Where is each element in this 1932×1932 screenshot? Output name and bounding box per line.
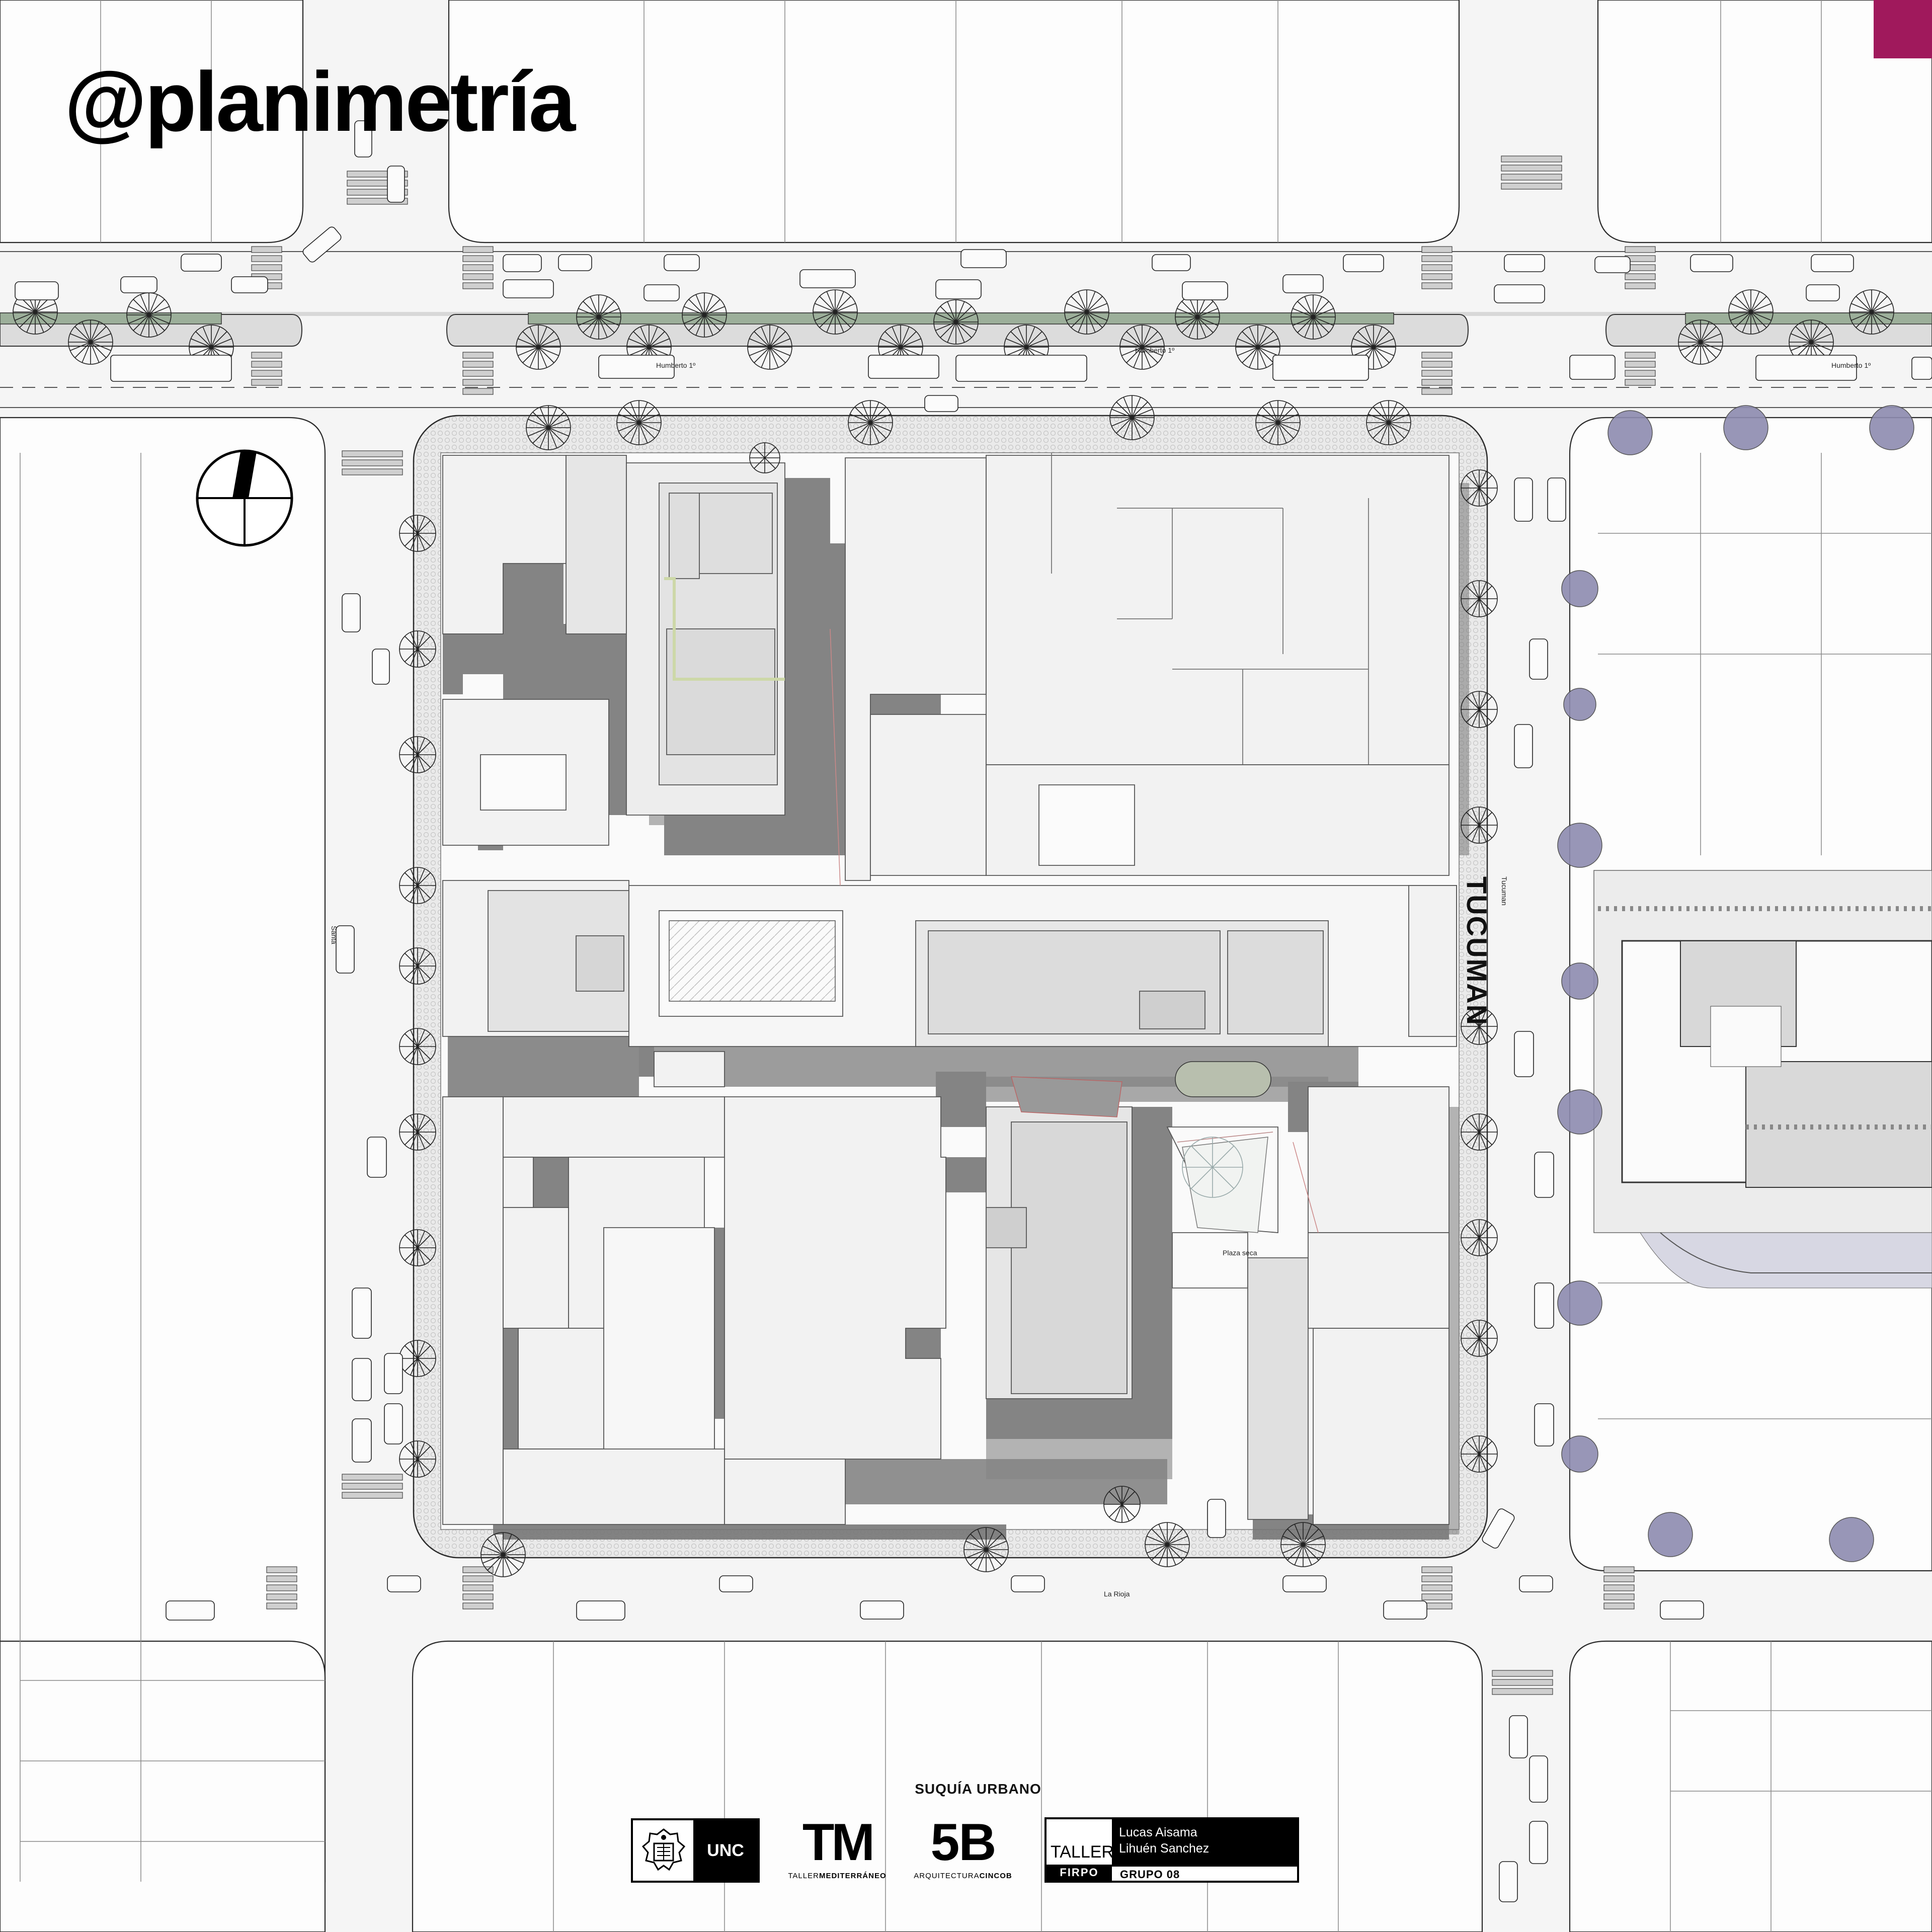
page-title: @planimetría: [64, 54, 576, 149]
authors-panel: Lucas Aisama Lihuén Sanchez: [1112, 1819, 1297, 1867]
east-plaza: [1593, 870, 1932, 1289]
fivb-subtitle: ARQUITECTURACINCOB: [903, 1872, 1023, 1880]
firpo-left: TALLER FIRPO: [1046, 1819, 1114, 1881]
project-title: SUQUÍA URBANO: [915, 1781, 1041, 1797]
tree-icon: [13, 289, 1894, 1577]
north-arrow-icon: [196, 449, 293, 547]
tm-subtitle: TALLERMEDITERRÁNEO: [777, 1872, 898, 1880]
car-icon: [15, 120, 1932, 1902]
tm-sub-b: MEDITERRÁNEO: [819, 1872, 887, 1880]
street-label-north-left: Humberto 1º: [656, 361, 696, 369]
crosswalks: [251, 155, 1656, 1695]
arquitectura-cincob-logo: 5B ARQUITECTURACINCOB: [903, 1816, 1023, 1887]
taller-label: TALLER: [1051, 1842, 1114, 1862]
tree-icon: [1557, 405, 1914, 1562]
author-1: Lucas Aisama: [1119, 1825, 1197, 1839]
author-2: Lihuén Sanchez: [1119, 1841, 1210, 1856]
street-label-west: Santa: [330, 926, 338, 944]
street-label-tucuman: TUCUMAN: [1461, 876, 1493, 1026]
unc-logo: UNC: [631, 1818, 760, 1883]
plaza-label: Plaza seca: [1223, 1249, 1257, 1257]
street-label-south: La Rioja: [1104, 1590, 1130, 1598]
corner-accent-tab: [1874, 0, 1932, 58]
fivb-mark: 5B: [930, 1813, 997, 1872]
tm-sub-a: TALLER: [788, 1872, 819, 1880]
street-label-north-right: Humberto 1º: [1831, 361, 1871, 369]
taller-mediterraneo-logo: TM TALLERMEDITERRÁNEO: [777, 1816, 898, 1887]
building-roofs: [442, 453, 1457, 1525]
street-label-north-mid: Humberto 1º: [1135, 346, 1175, 354]
parcel-lines: [20, 0, 1932, 1932]
firpo-label: FIRPO: [1046, 1865, 1112, 1881]
unc-label: UNC: [693, 1820, 758, 1881]
taller-firpo-credits: TALLER FIRPO Lucas Aisama Lihuén Sanchez…: [1044, 1817, 1299, 1883]
tm-mark: TM: [802, 1813, 875, 1872]
credits-block: SUQUÍA URBANO UNC TM TALLERMEDITERRÁNEO …: [631, 1781, 1300, 1927]
university-seal-icon: [641, 1828, 686, 1871]
courtyard-details: [664, 577, 1319, 1233]
fivb-sub-a: ARQUITECTURA: [914, 1872, 980, 1880]
street-label-east-small: Tucuman: [1500, 876, 1508, 906]
group-label: GRUPO 08: [1120, 1868, 1180, 1881]
fivb-sub-b: CINCOB: [979, 1872, 1012, 1880]
